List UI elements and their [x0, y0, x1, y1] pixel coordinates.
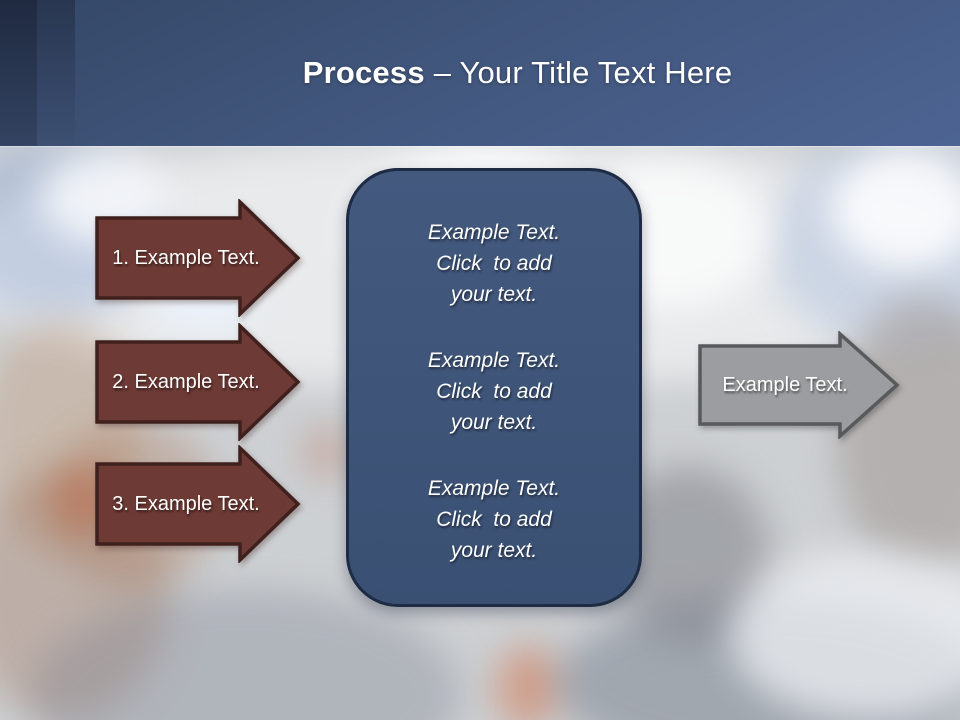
detail-line: your text.	[450, 283, 538, 306]
detail-line: Example Text.	[427, 221, 561, 244]
detail-line: Click to add	[436, 380, 552, 403]
detail-line: your text.	[450, 539, 538, 562]
detail-text-block-1[interactable]: Example Text. Click to add your text.	[361, 217, 627, 310]
photo-blob	[300, 425, 355, 480]
photo-blob	[830, 145, 960, 270]
arrow-right-shape	[95, 445, 301, 563]
arrow-right-shape	[698, 331, 900, 439]
arrow-right-shape	[95, 323, 301, 441]
process-arrow-1-label: 1. Example Text.	[112, 246, 260, 269]
process-arrow-3-label: 3. Example Text.	[112, 492, 260, 515]
detail-line: Click to add	[436, 252, 552, 275]
process-arrow-2-label: 2. Example Text.	[112, 370, 260, 393]
detail-text-block-3[interactable]: Example Text. Click to add your text.	[361, 473, 627, 566]
detail-line: Click to add	[436, 508, 552, 531]
detail-line: your text.	[450, 411, 538, 434]
detail-line: Example Text.	[427, 349, 561, 372]
output-arrow-label: Example Text.	[722, 373, 848, 396]
arrow-right-shape	[95, 199, 301, 317]
detail-panel[interactable]: Example Text. Click to add your text. Ex…	[346, 168, 642, 607]
slide-title-keyword: Process	[302, 55, 425, 90]
detail-text-block-2[interactable]: Example Text. Click to add your text.	[361, 345, 627, 438]
process-arrow-1[interactable]: 1. Example Text.	[95, 199, 301, 317]
accent-stripe-dark	[0, 0, 37, 146]
detail-line: Example Text.	[427, 477, 561, 500]
photo-blob	[495, 645, 560, 720]
process-arrow-3[interactable]: 3. Example Text.	[95, 445, 301, 563]
title-bar: Process – Your Title Text Here	[0, 0, 960, 146]
process-arrow-2[interactable]: 2. Example Text.	[95, 323, 301, 441]
output-arrow[interactable]: Example Text.	[698, 331, 900, 439]
slide-title: Process – Your Title Text Here	[75, 0, 960, 146]
photo-blob	[730, 550, 960, 720]
slide-title-text: – Your Title Text Here	[433, 55, 733, 90]
accent-stripe-light	[37, 0, 75, 146]
